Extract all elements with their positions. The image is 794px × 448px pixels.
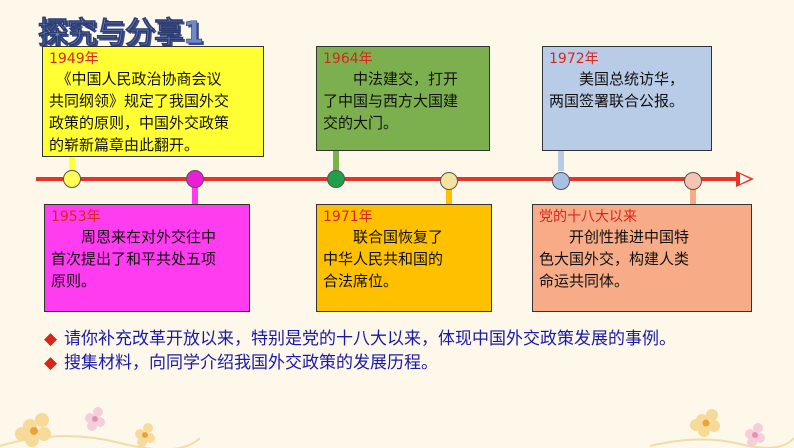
event-card-1964: 1964年 中法建交，打开 了中国与西方大国建 交的大门。 bbox=[316, 46, 490, 151]
prompt-item: ◆ 请你补充改革开放以来，特别是党的十八大以来，体现中国外交政策发展的事例。 bbox=[44, 327, 774, 351]
event-year: 1953年 bbox=[51, 209, 101, 225]
connector-18th bbox=[690, 186, 696, 204]
event-description: 中法建交，打开 了中国与西方大国建 交的大门。 bbox=[323, 70, 459, 132]
prompt-item: ◆ 搜集材料，向同学介绍我国外交政策的发展历程。 bbox=[44, 351, 774, 375]
timeline-dot-1953 bbox=[186, 170, 204, 188]
page-title: 探究与分享1 bbox=[38, 16, 204, 52]
discussion-prompts: ◆ 请你补充改革开放以来，特别是党的十八大以来，体现中国外交政策发展的事例。 ◆… bbox=[44, 327, 774, 375]
timeline-dot-1949 bbox=[63, 170, 81, 188]
connector-1964 bbox=[333, 151, 339, 171]
event-year: 1971年 bbox=[323, 209, 373, 225]
timeline-dot-1971 bbox=[440, 172, 458, 190]
event-year: 1972年 bbox=[549, 51, 599, 67]
timeline-axis bbox=[36, 177, 740, 181]
event-card-1971: 1971年 联合国恢复了 中华人民共和国的 合法席位。 bbox=[316, 204, 492, 312]
timeline-dot-18th bbox=[684, 172, 702, 190]
event-card-18th-congress: 党的十八大以来 开创性推进中国特 色大国外交，构建人类 命运共同体。 bbox=[532, 204, 752, 312]
event-description: 周恩来在对外交往中 首次提出了和平共处五项 原则。 bbox=[51, 228, 217, 290]
event-card-1953: 1953年 周恩来在对外交往中 首次提出了和平共处五项 原则。 bbox=[44, 204, 250, 312]
connector-1953 bbox=[192, 186, 198, 204]
event-description: 美国总统访华， 两国签署联合公报。 bbox=[549, 70, 685, 110]
flower-decoration-icon bbox=[0, 407, 200, 448]
event-year: 党的十八大以来 bbox=[539, 209, 637, 225]
event-year: 1949年 bbox=[49, 51, 99, 67]
connector-1972 bbox=[558, 151, 564, 171]
timeline-dot-1964 bbox=[327, 170, 345, 188]
event-card-1972: 1972年 美国总统访华， 两国签署联合公报。 bbox=[542, 46, 712, 151]
event-year: 1964年 bbox=[323, 51, 373, 67]
prompt-text: 搜集材料，向同学介绍我国外交政策的发展历程。 bbox=[64, 353, 438, 373]
diamond-bullet-icon: ◆ bbox=[44, 329, 58, 349]
timeline-dot-1972 bbox=[552, 172, 570, 190]
event-description: 开创性推进中国特 色大国外交，构建人类 命运共同体。 bbox=[539, 228, 690, 290]
timeline-arrowhead-inner bbox=[740, 174, 750, 184]
event-card-1949: 1949年 《中国人民政治协商会议 共同纲领》规定了我国外交 政策的原则，中国外… bbox=[42, 46, 264, 157]
event-description: 联合国恢复了 中华人民共和国的 合法席位。 bbox=[323, 228, 444, 290]
connector-1971 bbox=[446, 186, 452, 204]
diamond-bullet-icon: ◆ bbox=[44, 353, 58, 373]
event-description: 《中国人民政治协商会议 共同纲领》规定了我国外交 政策的原则，中国外交政策 的崭… bbox=[49, 70, 230, 154]
flower-decoration-icon bbox=[650, 409, 794, 448]
connector-1949 bbox=[69, 157, 75, 171]
prompt-text: 请你补充改革开放以来，特别是党的十八大以来，体现中国外交政策发展的事例。 bbox=[64, 329, 676, 349]
